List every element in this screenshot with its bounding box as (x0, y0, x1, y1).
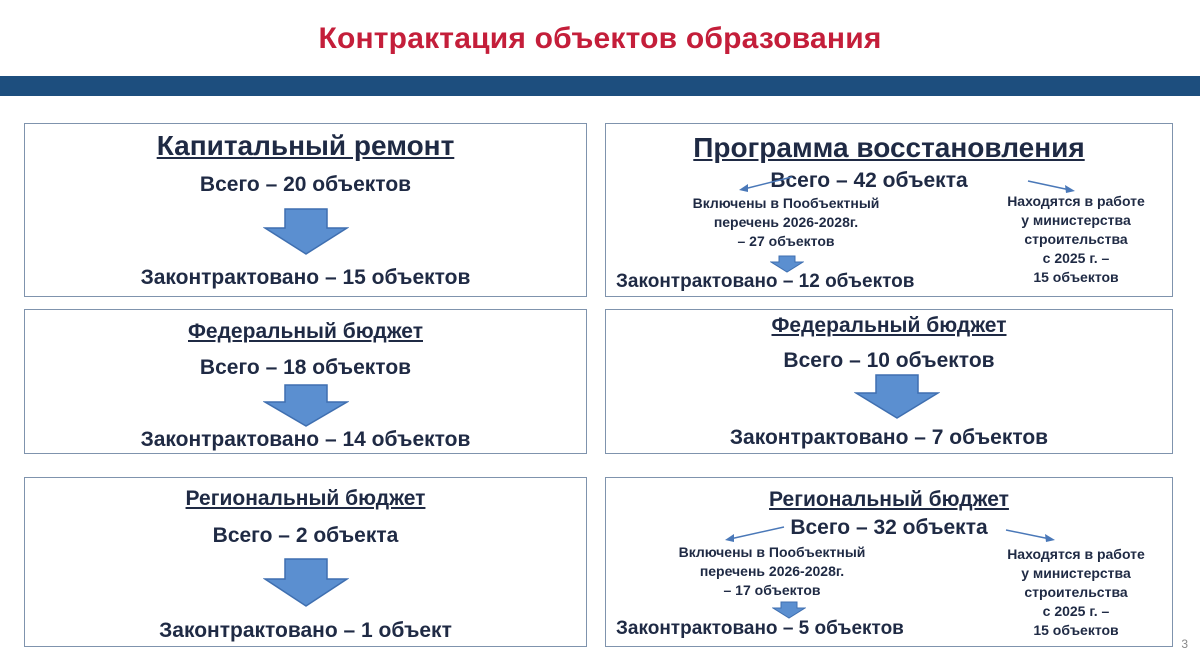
right-federal-contracted: Законтрактовано – 7 объектов (729, 426, 1049, 449)
header-band (0, 76, 1200, 96)
capital-repair-total: Всего – 20 объектов (199, 173, 412, 196)
ministry-note: Находятся в работе у министерства строит… (976, 545, 1176, 640)
left-regional-total: Всего – 2 объекта (212, 524, 399, 547)
included-line: – 27 объектов (737, 233, 835, 249)
included-line: перечень 2026-2028г. (713, 214, 859, 230)
ministry-note: Находятся в работе у министерства строит… (976, 192, 1176, 287)
right-branch-arrow-icon (1027, 180, 1075, 193)
left-regional-heading: Региональный бюджет (185, 487, 426, 510)
ministry-line: 15 объектов (1033, 622, 1119, 638)
left-regional-contracted: Законтрактовано – 1 объект (159, 619, 452, 642)
included-line: Включены в Пообъектный (692, 195, 880, 211)
slide-title: Контрактация объектов образования (318, 22, 882, 55)
ministry-line: с 2025 г. – (1042, 250, 1110, 266)
ministry-line: строительства (1024, 584, 1128, 600)
included-list-note: Включены в Пообъектный перечень 2026-202… (646, 194, 926, 251)
right-regional-contracted: Законтрактовано – 5 объектов (616, 618, 904, 639)
recovery-program-contracted: Законтрактовано – 12 объектов (616, 271, 915, 292)
down-arrow-icon (772, 601, 806, 619)
ministry-line: у министерства (1021, 212, 1131, 228)
right-regional-heading: Региональный бюджет (769, 488, 1009, 511)
down-arrow-icon (263, 384, 349, 427)
left-federal-box: Федеральный бюджет Всего – 18 объектов З… (24, 309, 587, 454)
down-arrow-icon (263, 208, 349, 255)
left-regional-box: Региональный бюджет Всего – 2 объекта За… (24, 477, 587, 647)
ministry-line: Находятся в работе (1007, 546, 1145, 562)
recovery-program-box: Программа восстановления Всего – 42 объе… (605, 123, 1173, 297)
ministry-line: у министерства (1021, 565, 1131, 581)
down-arrow-icon (263, 558, 349, 607)
ministry-line: Находятся в работе (1007, 193, 1145, 209)
left-federal-contracted: Законтрактовано – 14 объектов (140, 428, 471, 451)
left-federal-total: Всего – 18 объектов (199, 356, 412, 379)
ministry-line: с 2025 г. – (1042, 603, 1110, 619)
left-branch-arrow-icon (739, 176, 793, 192)
right-federal-total: Всего – 10 объектов (783, 349, 995, 372)
included-line: – 17 объектов (723, 582, 821, 598)
capital-repair-contracted: Законтрактовано – 15 объектов (140, 266, 471, 289)
slide-number: 3 (1181, 637, 1188, 651)
right-federal-box: Федеральный бюджет Всего – 10 объектов З… (605, 309, 1173, 454)
capital-repair-box: Капитальный ремонт Всего – 20 объектов З… (24, 123, 587, 297)
left-federal-heading: Федеральный бюджет (188, 320, 423, 343)
ministry-line: строительства (1024, 231, 1128, 247)
capital-repair-heading: Капитальный ремонт (156, 130, 455, 161)
down-arrow-icon (770, 255, 804, 273)
included-line: перечень 2026-2028г. (699, 563, 845, 579)
recovery-program-heading: Программа восстановления (693, 132, 1085, 163)
right-federal-heading: Федеральный бюджет (771, 314, 1007, 337)
included-list-note: Включены в Пообъектный перечень 2026-202… (632, 543, 912, 600)
right-branch-arrow-icon (1005, 529, 1055, 542)
right-regional-box: Региональный бюджет Всего – 32 объекта В… (605, 477, 1173, 647)
recovery-program-total: Всего – 42 объекта (770, 169, 968, 192)
right-regional-total: Всего – 32 объекта (790, 516, 988, 539)
left-branch-arrow-icon (725, 526, 785, 542)
ministry-line: 15 объектов (1033, 269, 1119, 285)
down-arrow-icon (854, 374, 940, 419)
included-line: Включены в Пообъектный (678, 544, 866, 560)
